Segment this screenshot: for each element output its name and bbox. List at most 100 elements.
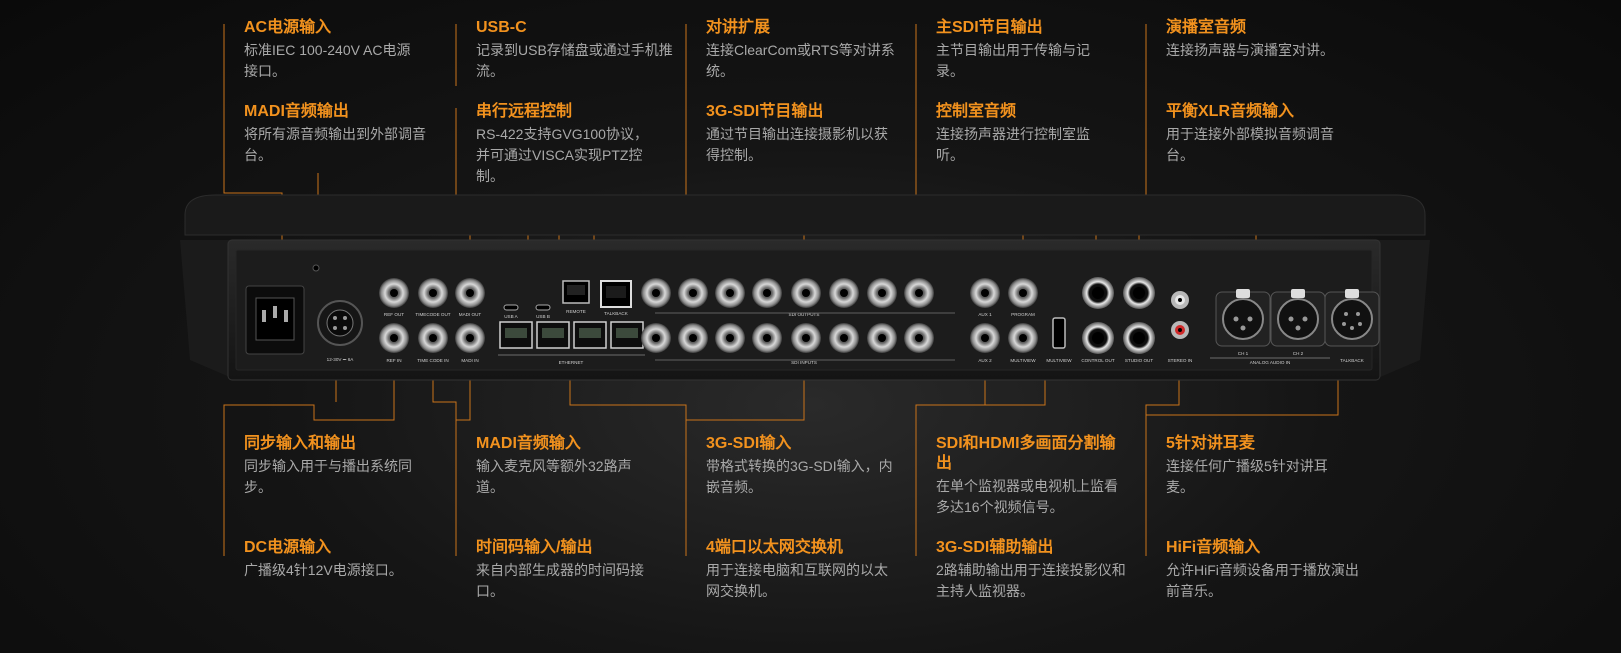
callout-studio-audio: 演播室音频 连接扬声器与演播室对讲。 (1166, 18, 1366, 61)
sdi-outputs-label: SDI OUTPUTS (789, 312, 820, 317)
callout-title: HiFi音频输入 (1166, 539, 1261, 556)
callout-title: 平衡XLR音频输入 (1166, 103, 1295, 120)
callout-desc: 允许HiFi音频设备用于播放演出前音乐。 (1166, 562, 1359, 599)
callout-desc: 记录到USB存储盘或通过手机推流。 (476, 42, 673, 79)
program-label: PROGRAM (1011, 312, 1035, 317)
callout-desc: 在单个监视器或电视机上监看多达16个视频信号。 (936, 478, 1118, 515)
bnc-center-pin (840, 334, 848, 342)
callout-desc: 来自内部生成器的时间码接口。 (476, 562, 644, 599)
dc-power-connector: 12-30V ⎓ 6A (317, 300, 363, 362)
sdi-inputs-label: SDI INPUTS (791, 360, 817, 365)
switcher-rear-panel: 12-30V ⎓ 6A REF OUT TIMECODE OUT MADI OU… (180, 194, 1430, 381)
aux2-label: AUX 2 (978, 358, 992, 363)
analog-audio-in-label: ANALOG AUDIO IN (1250, 360, 1291, 365)
callout-desc: 连接ClearCom或RTS等对讲系统。 (706, 42, 895, 79)
callout-title: 主SDI节目输出 (936, 19, 1043, 36)
callout-control-room-audio: 控制室音频 连接扬声器进行控制室监听。 (936, 102, 1136, 166)
bnc-center-pin (802, 289, 810, 297)
callout-desc: 带格式转换的3G-SDI输入，内嵌音频。 (706, 458, 893, 495)
ethernet-label: ETHERNET (559, 360, 584, 365)
dc-power-label: 12-30V ⎓ 6A (327, 357, 355, 362)
timecode-in-label: TIME CODE IN (417, 358, 448, 363)
callout-dc-power: DC电源输入 广播级4针12V电源接口。 (244, 538, 444, 581)
usb-b-label: USB B (536, 314, 550, 319)
talkback-headset-label: TALKBACK (1340, 358, 1365, 363)
callout-title: DC电源输入 (244, 539, 332, 556)
bnc-center-pin (763, 334, 771, 342)
callout-desc: 连接任何广播级5针对讲耳麦。 (1166, 458, 1328, 495)
callout-title: 3G-SDI输入 (706, 435, 792, 452)
callout-sdi-in: 3G-SDI输入 带格式转换的3G-SDI输入，内嵌音频。 (706, 434, 906, 498)
control-out-label: CONTROL OUT (1081, 358, 1114, 363)
callout-desc: 2路辅助输出用于连接投影仪和主持人监视器。 (936, 562, 1126, 599)
callout-timecode: 时间码输入/输出 来自内部生成器的时间码接口。 (476, 538, 676, 602)
ref-out-label: REF OUT (384, 312, 404, 317)
bnc-center-pin (652, 289, 660, 297)
aux1-label: AUX 1 (978, 312, 992, 317)
callout-usb-c: USB-C 记录到USB存储盘或通过手机推流。 (476, 18, 676, 82)
bnc-center-pin (726, 334, 734, 342)
callout-hifi-in: HiFi音频输入 允许HiFi音频设备用于播放演出前音乐。 (1166, 538, 1366, 602)
callout-madi-out: MADI音频输出 将所有源音频输出到外部调音台。 (244, 102, 444, 166)
remote-label: REMOTE (566, 309, 586, 314)
ref-in-label: REF IN (386, 358, 401, 363)
bnc-center-pin (726, 289, 734, 297)
callout-desc: 标准IEC 100-240V AC电源接口。 (244, 42, 411, 79)
callout-title: 3G-SDI辅助输出 (936, 539, 1054, 556)
callout-title: 5针对讲耳麦 (1166, 435, 1255, 452)
ch2-label: CH 2 (1293, 351, 1304, 356)
multiview-hdmi-label: MULTIVIEW (1046, 358, 1072, 363)
callout-desc: 用于连接电脑和互联网的以太网交换机。 (706, 562, 888, 599)
remote-talkback-ports: REMOTE TALKBACK (562, 280, 632, 316)
callout-title: MADI音频输出 (244, 103, 349, 120)
madi-out-label: MADI OUT (459, 312, 482, 317)
callout-desc: 通过节目输出连接摄影机以获得控制。 (706, 126, 888, 163)
bnc-center-pin (915, 334, 923, 342)
bnc-center-pin (915, 289, 923, 297)
callout-ref-io: 同步输入和输出 同步输入用于与播出系统同步。 (244, 434, 444, 498)
usb-a-label: USB A (504, 314, 518, 319)
callout-title: USB-C (476, 19, 527, 36)
callout-sdi-program-out: 3G-SDI节目输出 通过节目输出连接摄影机以获得控制。 (706, 102, 906, 166)
bnc-group-left: REF OUT TIMECODE OUT MADI OUT REF IN TIM… (379, 278, 485, 363)
talkback-headset-connector: TALKBACK (1324, 289, 1380, 363)
callout-main-sdi-out: 主SDI节目输出 主节目输出用于传输与记录。 (936, 18, 1136, 82)
bnc-center-pin (840, 289, 848, 297)
callout-ethernet: 4端口以太网交换机 用于连接电脑和互联网的以太网交换机。 (706, 538, 906, 602)
callout-madi-in: MADI音频输入 输入麦克风等额外32路声道。 (476, 434, 676, 498)
callout-talkback-ext: 对讲扩展 连接ClearCom或RTS等对讲系统。 (706, 18, 906, 82)
usb-c-ports: USB A USB B (503, 304, 551, 319)
sdi-connector-grid: SDI OUTPUTS SDI INPUTS (641, 278, 955, 365)
multiview-sdi-label: MULTIVIEW (1010, 358, 1036, 363)
bnc-center-pin (878, 289, 886, 297)
callout-desc: 主节目输出用于传输与记录。 (936, 42, 1090, 79)
timecode-out-label: TIMECODE OUT (415, 312, 450, 317)
callout-title: 同步输入和输出 (244, 435, 357, 452)
callout-title: 演播室音频 (1166, 19, 1247, 36)
stereo-in-label: STEREO IN (1168, 358, 1193, 363)
callout-desc: 用于连接外部模拟音频调音台。 (1166, 126, 1334, 163)
callout-title: 串行远程控制 (476, 103, 573, 120)
talkback-label: TALKBACK (604, 311, 629, 316)
callout-desc: 同步输入用于与播出系统同步。 (244, 458, 412, 495)
callout-title: 4端口以太网交换机 (706, 539, 843, 556)
ch1-label: CH 1 (1238, 351, 1249, 356)
bnc-center-pin (652, 334, 660, 342)
callout-desc: 广播级4针12V电源接口。 (244, 562, 403, 578)
studio-out-label: STUDIO OUT (1125, 358, 1154, 363)
bnc-center-pin (802, 334, 810, 342)
callout-serial-remote: 串行远程控制 RS-422支持GVG100协议，并可通过VISCA实现PTZ控制… (476, 102, 676, 187)
callout-desc: 连接扬声器进行控制室监听。 (936, 126, 1090, 163)
stereo-rca-inputs: STEREO IN (1168, 291, 1193, 363)
madi-in-label: MADI IN (461, 358, 478, 363)
callout-title: MADI音频输入 (476, 435, 581, 452)
callout-xlr-in: 平衡XLR音频输入 用于连接外部模拟音频调音台。 (1166, 102, 1366, 166)
callout-aux-out: 3G-SDI辅助输出 2路辅助输出用于连接投影仪和主持人监视器。 (936, 538, 1136, 602)
callout-title: 对讲扩展 (706, 19, 771, 36)
speaker-jacks: CONTROL OUT STUDIO OUT (1081, 277, 1155, 363)
callout-title: 时间码输入/输出 (476, 539, 593, 556)
callout-desc: 连接扬声器与演播室对讲。 (1166, 42, 1334, 58)
callout-desc: 将所有源音频输出到外部调音台。 (244, 126, 426, 163)
bnc-center-pin (763, 289, 771, 297)
bnc-center-pin (689, 334, 697, 342)
